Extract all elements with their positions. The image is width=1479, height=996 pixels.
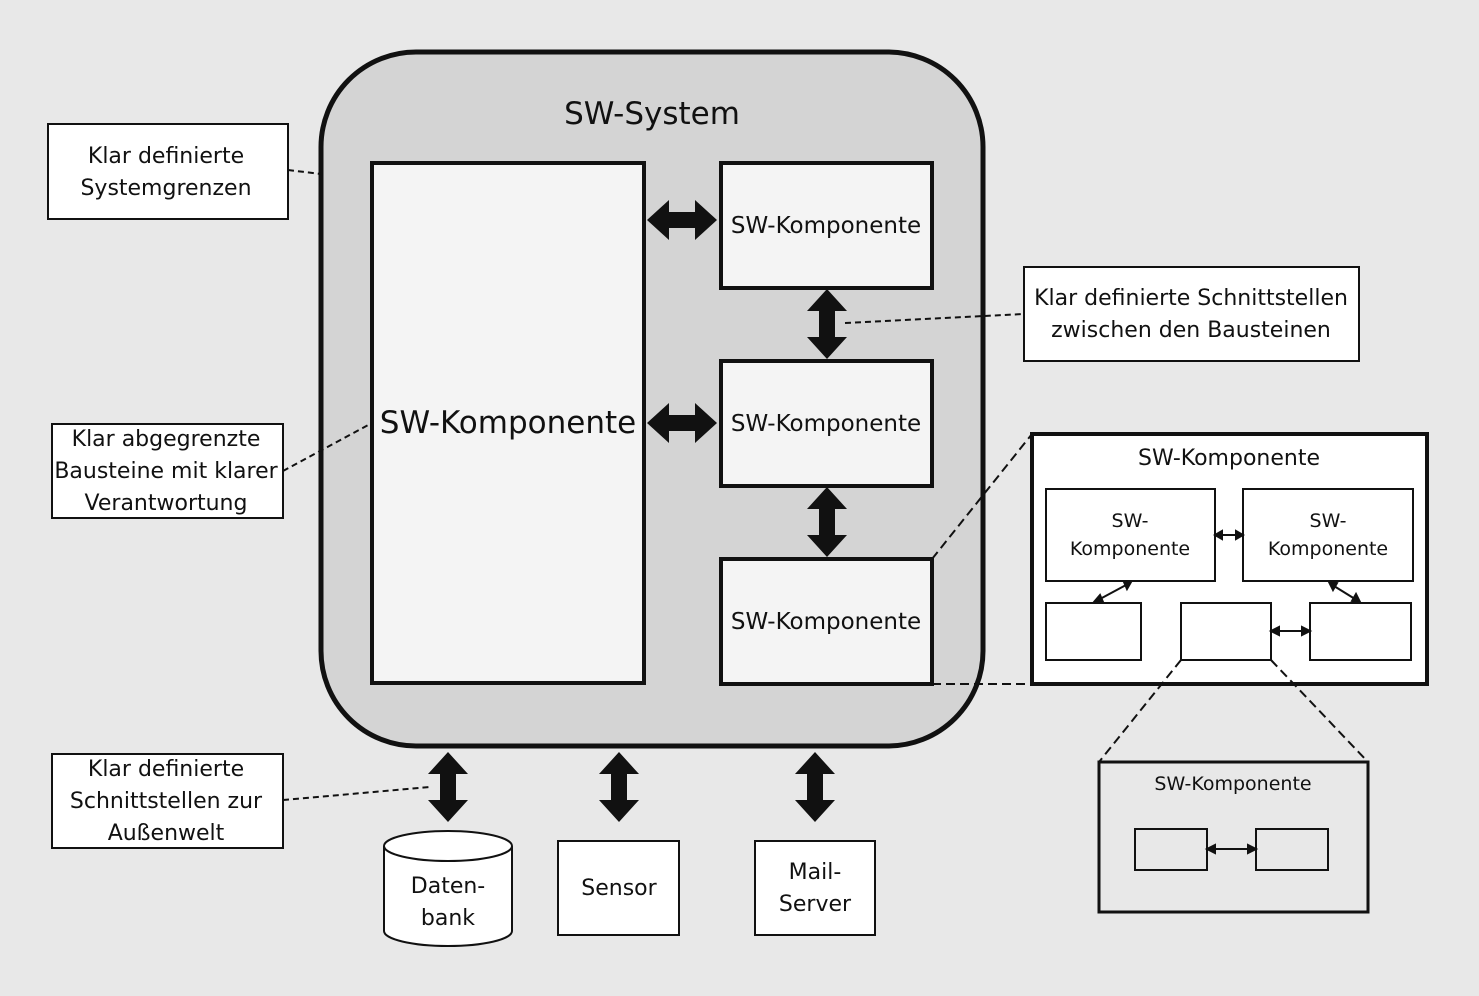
interface-arrow-sensor: [599, 752, 639, 822]
database-cylinder: Daten- bank: [383, 830, 513, 947]
svg-text:Klar definierte Schnittstellen: Klar definierte Schnittstellen: [1034, 286, 1348, 311]
svg-text:Schnittstellen zur: Schnittstellen zur: [70, 789, 263, 814]
annotation-internal-interfaces: Klar definierte Schnittstellen zwischen …: [1023, 266, 1360, 362]
svg-text:SW-: SW-: [1310, 510, 1347, 532]
svg-text:bank: bank: [421, 906, 475, 931]
svg-text:Daten-: Daten-: [411, 874, 485, 899]
zoom-line-detail-2-left: [1098, 659, 1182, 763]
component-box-2: [719, 359, 934, 488]
detail-1-sub-a: [1045, 488, 1216, 582]
detail-2-box-right: [1255, 828, 1329, 871]
svg-text:SW-Komponente: SW-Komponente: [1138, 446, 1320, 471]
leader-line-bounded-blocks: [282, 422, 373, 472]
svg-text:Systemgrenzen: Systemgrenzen: [80, 176, 251, 201]
detail-1-box-right: [1309, 602, 1412, 661]
main-component-label: SW-Komponente: [380, 405, 636, 441]
svg-text:zwischen den Bausteinen: zwischen den Bausteinen: [1051, 318, 1331, 343]
svg-text:Klar definierte: Klar definierte: [88, 757, 244, 782]
svg-text:Komponente: Komponente: [1070, 538, 1190, 560]
component-box-3: [719, 557, 934, 686]
leader-line-system-boundaries: [287, 169, 322, 175]
svg-text:Verantwortung: Verantwortung: [85, 491, 248, 516]
svg-text:Server: Server: [779, 892, 852, 917]
detail-2-box-left: [1134, 828, 1208, 871]
detail-component-1: SW-Komponente SW- Komponente SW- Kompone…: [1030, 432, 1429, 686]
detail-1-sub-b: [1242, 488, 1414, 582]
mail-server-box: Mail- Server: [754, 840, 876, 936]
zoom-line-detail-2-right: [1270, 659, 1369, 763]
svg-text:SW-Komponente: SW-Komponente: [1154, 773, 1311, 795]
annotation-system-boundaries: Klar definierte Systemgrenzen: [47, 123, 289, 220]
svg-text:Bausteine mit klarer: Bausteine mit klarer: [54, 459, 278, 484]
svg-text:Klar definierte: Klar definierte: [88, 144, 244, 169]
svg-text:Außenwelt: Außenwelt: [108, 821, 225, 846]
svg-text:SW-: SW-: [1112, 510, 1149, 532]
main-component-box: [370, 161, 646, 685]
svg-text:Mail-: Mail-: [789, 860, 842, 885]
interface-arrow-mailserver: [795, 752, 835, 822]
detail-1-box-left: [1045, 602, 1142, 661]
sensor-box: Sensor: [557, 840, 680, 936]
detail-1-box-middle: [1180, 602, 1272, 661]
leader-line-external-interfaces: [282, 786, 431, 801]
sw-system-title: SW-System: [564, 96, 740, 132]
svg-text:Komponente: Komponente: [1268, 538, 1388, 560]
component-label-3: SW-Komponente: [731, 609, 921, 635]
svg-text:Sensor: Sensor: [581, 876, 657, 901]
detail-component-2: SW-Komponente: [1097, 760, 1370, 914]
zoom-line-detail-1-top: [931, 433, 1033, 560]
component-label-1: SW-Komponente: [731, 213, 921, 239]
interface-arrow-database: [428, 752, 468, 822]
annotation-external-interfaces: Klar definierte Schnittstellen zur Außen…: [51, 753, 284, 849]
annotation-bounded-blocks: Klar abgegrenzte Bausteine mit klarer Ve…: [51, 423, 284, 519]
component-label-2: SW-Komponente: [731, 411, 921, 437]
component-box-1: [719, 161, 934, 290]
svg-text:Klar abgegrenzte: Klar abgegrenzte: [72, 427, 261, 452]
